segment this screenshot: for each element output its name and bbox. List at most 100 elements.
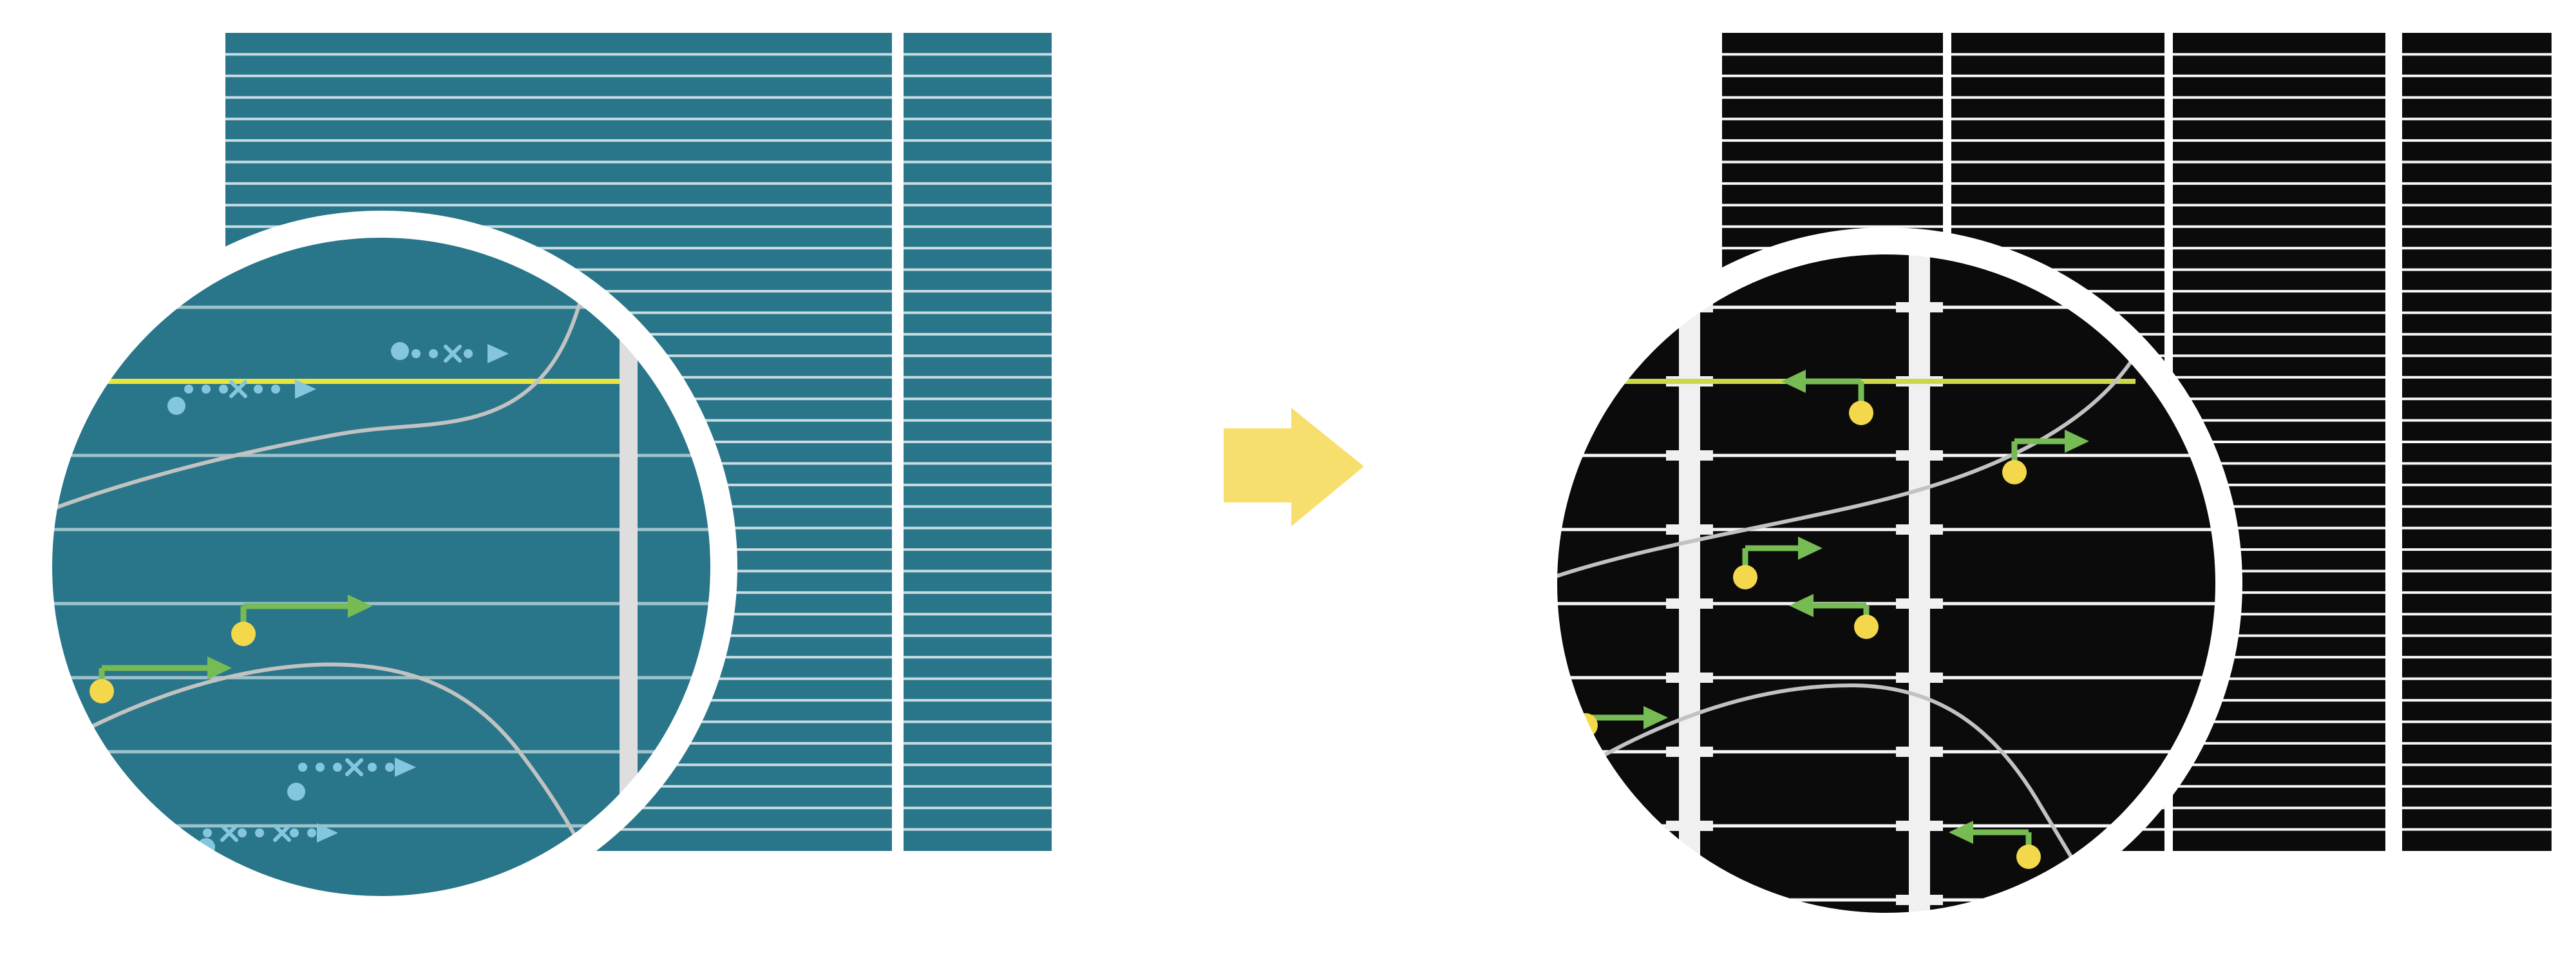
recombination-cross bbox=[444, 345, 462, 363]
electron-dot bbox=[238, 828, 247, 837]
right-cell-strip bbox=[2402, 33, 2552, 851]
busbar-pad bbox=[1930, 450, 1943, 461]
busbar-pad bbox=[1896, 673, 1909, 683]
zoom-busbar bbox=[1679, 252, 1700, 915]
finger-line bbox=[904, 74, 1052, 77]
hole-arrow bbox=[1949, 821, 2041, 869]
finger-line bbox=[2402, 699, 2552, 702]
electron-path bbox=[391, 342, 509, 363]
finger-line bbox=[1722, 247, 2385, 250]
hole-carrier bbox=[1733, 565, 1757, 589]
finger-line bbox=[225, 74, 892, 77]
finger-line bbox=[904, 828, 1052, 831]
electron-source bbox=[167, 397, 185, 415]
hole-arrowhead bbox=[207, 656, 232, 680]
hole-arrow bbox=[1733, 537, 1823, 589]
finger-line bbox=[904, 53, 1052, 56]
finger-line bbox=[904, 569, 1052, 573]
finger-line bbox=[2402, 376, 2552, 379]
hole-carrier bbox=[1854, 615, 1879, 639]
finger-line bbox=[2402, 763, 2552, 767]
hole-arrowhead bbox=[1789, 594, 1814, 617]
hole-arrowhead bbox=[2065, 430, 2089, 453]
electron-dot bbox=[290, 828, 299, 837]
finger-line bbox=[225, 182, 892, 185]
electron-dot bbox=[385, 763, 394, 772]
hole-arrow bbox=[1781, 370, 1873, 425]
finger-line bbox=[2402, 656, 2552, 659]
finger-line bbox=[2402, 290, 2552, 293]
electron-dot bbox=[254, 385, 263, 394]
finger-line bbox=[904, 290, 1052, 293]
electron-arrowhead bbox=[488, 344, 509, 363]
finger-line bbox=[1722, 74, 2385, 77]
finger-line bbox=[904, 268, 1052, 271]
zoom-finger-line bbox=[50, 602, 713, 606]
finger-line bbox=[2402, 741, 2552, 745]
finger-line bbox=[2402, 591, 2552, 594]
finger-line bbox=[904, 656, 1052, 659]
recombination-cross bbox=[273, 824, 291, 842]
finger-line bbox=[2402, 441, 2552, 443]
right-zoom-content bbox=[1555, 252, 2218, 915]
busbar-pad bbox=[1700, 821, 1713, 831]
finger-line bbox=[2402, 247, 2552, 250]
finger-line bbox=[2402, 268, 2552, 271]
finger-line bbox=[904, 720, 1052, 723]
hole-arrowhead bbox=[348, 595, 372, 618]
finger-line bbox=[2402, 311, 2552, 314]
hole-arrowhead bbox=[1798, 537, 1823, 560]
left-zoom-bg bbox=[50, 235, 713, 899]
recombination-cross bbox=[345, 758, 363, 776]
hole-arrowhead bbox=[1949, 821, 1973, 844]
busbar-pad bbox=[1666, 598, 1679, 609]
zoom-finger-line bbox=[50, 676, 713, 680]
finger-line bbox=[2402, 225, 2552, 228]
transition-arrow bbox=[1224, 408, 1364, 526]
electron-dot bbox=[219, 385, 228, 394]
finger-line bbox=[904, 397, 1052, 401]
finger-line bbox=[2402, 117, 2552, 120]
electron-dot bbox=[368, 763, 377, 772]
zoom-finger-line bbox=[1555, 454, 2218, 457]
finger-line bbox=[904, 354, 1052, 358]
finger-line bbox=[1722, 53, 2385, 56]
finger-line bbox=[904, 225, 1052, 228]
hole-arrowhead bbox=[1643, 706, 1668, 729]
busbar-pad bbox=[1896, 895, 1909, 905]
electron-dot bbox=[464, 349, 473, 358]
hole-arrow bbox=[2002, 430, 2089, 484]
finger-line bbox=[904, 462, 1052, 465]
electron-arrowhead bbox=[295, 379, 316, 399]
finger-line bbox=[904, 376, 1052, 379]
finger-line bbox=[2402, 613, 2552, 616]
zoom-finger-line bbox=[1555, 676, 2218, 680]
electron-dot bbox=[298, 763, 307, 772]
electron-dot bbox=[333, 763, 342, 772]
finger-line bbox=[1722, 182, 2385, 185]
finger-line bbox=[1722, 139, 2385, 142]
finger-line bbox=[904, 441, 1052, 443]
finger-line bbox=[904, 505, 1052, 508]
zoom-finger-line bbox=[1555, 602, 2218, 606]
busbar-pad bbox=[1666, 821, 1679, 831]
finger-line bbox=[2402, 634, 2552, 637]
left-zoom-content bbox=[50, 235, 713, 899]
finger-line bbox=[904, 526, 1052, 530]
hole-carrier bbox=[1849, 401, 1873, 425]
finger-line bbox=[904, 117, 1052, 120]
left-cell-strip bbox=[904, 33, 1052, 851]
electron-dot bbox=[271, 385, 280, 394]
finger-line bbox=[904, 634, 1052, 637]
finger-line bbox=[2402, 483, 2552, 486]
busbar-pad bbox=[1896, 747, 1909, 757]
finger-line bbox=[225, 204, 892, 207]
busbar-pad bbox=[1930, 747, 1943, 757]
zoom-finger-line bbox=[50, 824, 713, 828]
busbar-pad bbox=[1700, 450, 1713, 461]
finger-line bbox=[1722, 160, 2385, 164]
finger-line bbox=[904, 96, 1052, 99]
electron-dot bbox=[255, 828, 264, 837]
finger-line bbox=[904, 741, 1052, 745]
